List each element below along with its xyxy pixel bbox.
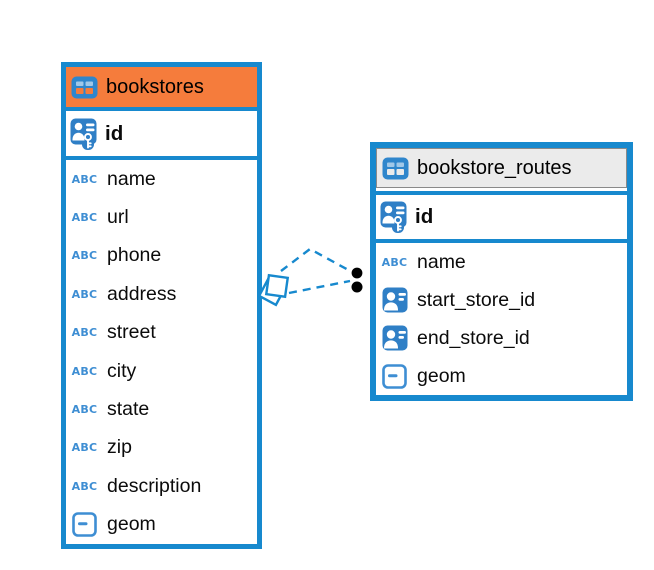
text-type-icon: ABC	[71, 479, 98, 493]
table-title: bookstore_routes	[417, 156, 572, 179]
column-row-phone[interactable]: ABC phone	[66, 236, 257, 276]
column-name: name	[107, 167, 156, 190]
text-type-icon: ABC	[71, 211, 98, 225]
column-row-end-store-id[interactable]: end_store_id	[376, 319, 627, 357]
text-type-icon: ABC	[71, 287, 98, 301]
column-name: city	[107, 359, 137, 382]
column-name: zip	[107, 436, 132, 459]
column-name: geom	[417, 364, 466, 387]
text-type-icon: ABC	[71, 441, 98, 455]
column-row-address[interactable]: ABC address	[66, 275, 257, 314]
column-row-name[interactable]: ABC name	[66, 160, 257, 199]
column-name: end_store_id	[417, 326, 530, 349]
reference-key-icon	[380, 287, 409, 313]
text-type-icon: ABC	[71, 172, 98, 186]
primary-key-icon	[70, 118, 97, 150]
text-type-icon: ABC	[71, 249, 98, 263]
reference-key-icon	[380, 325, 409, 351]
column-name: address	[107, 282, 177, 305]
relationship-diamond-marker	[257, 273, 290, 307]
column-name: geom	[107, 513, 156, 536]
column-row-geom[interactable]: geom	[66, 505, 257, 544]
geometry-type-icon	[70, 512, 99, 538]
relationship-line-lower[interactable]	[288, 279, 351, 295]
table-bookstores[interactable]: bookstores id	[61, 62, 262, 549]
relationship-line-upper[interactable]	[280, 247, 353, 274]
column-name: start_store_id	[417, 288, 536, 311]
column-row-name[interactable]: ABC name	[376, 243, 627, 281]
text-type-icon: ABC	[71, 364, 98, 378]
column-row-state[interactable]: ABC state	[66, 390, 257, 429]
column-row-geom[interactable]: geom	[376, 357, 627, 395]
column-row-id[interactable]: id	[66, 111, 257, 156]
column-name: state	[107, 398, 150, 421]
pk-divider	[376, 239, 627, 243]
text-type-icon: ABC	[381, 255, 408, 269]
column-row-zip[interactable]: ABC zip	[66, 428, 257, 468]
text-type-icon: ABC	[71, 326, 98, 340]
column-name: street	[107, 321, 156, 344]
relationship-dot-markers	[349, 265, 365, 293]
table-bookstore-routes-header[interactable]: bookstore_routes	[376, 148, 627, 188]
column-row-city[interactable]: ABC city	[66, 351, 257, 391]
column-row-street[interactable]: ABC street	[66, 313, 257, 352]
header-divider	[376, 191, 627, 195]
column-name: phone	[107, 244, 162, 267]
column-name: url	[107, 206, 129, 229]
pk-divider	[66, 156, 257, 160]
column-name: id	[415, 205, 434, 228]
header-divider	[66, 107, 257, 111]
table-icon	[71, 74, 98, 101]
geometry-type-icon	[380, 363, 409, 389]
column-name: id	[105, 121, 124, 145]
column-row-id[interactable]: id	[376, 195, 627, 239]
primary-key-icon	[380, 201, 407, 233]
table-bookstore-routes[interactable]: bookstore_routes id	[370, 142, 633, 401]
column-name: description	[107, 474, 202, 497]
table-bookstores-header[interactable]: bookstores	[66, 67, 257, 107]
table-icon	[382, 155, 409, 182]
text-type-icon: ABC	[71, 403, 98, 417]
column-name: name	[417, 250, 466, 273]
table-title: bookstores	[106, 75, 204, 98]
column-row-description[interactable]: ABC description	[66, 467, 257, 506]
column-row-start-store-id[interactable]: start_store_id	[376, 281, 627, 319]
column-row-url[interactable]: ABC url	[66, 198, 257, 237]
